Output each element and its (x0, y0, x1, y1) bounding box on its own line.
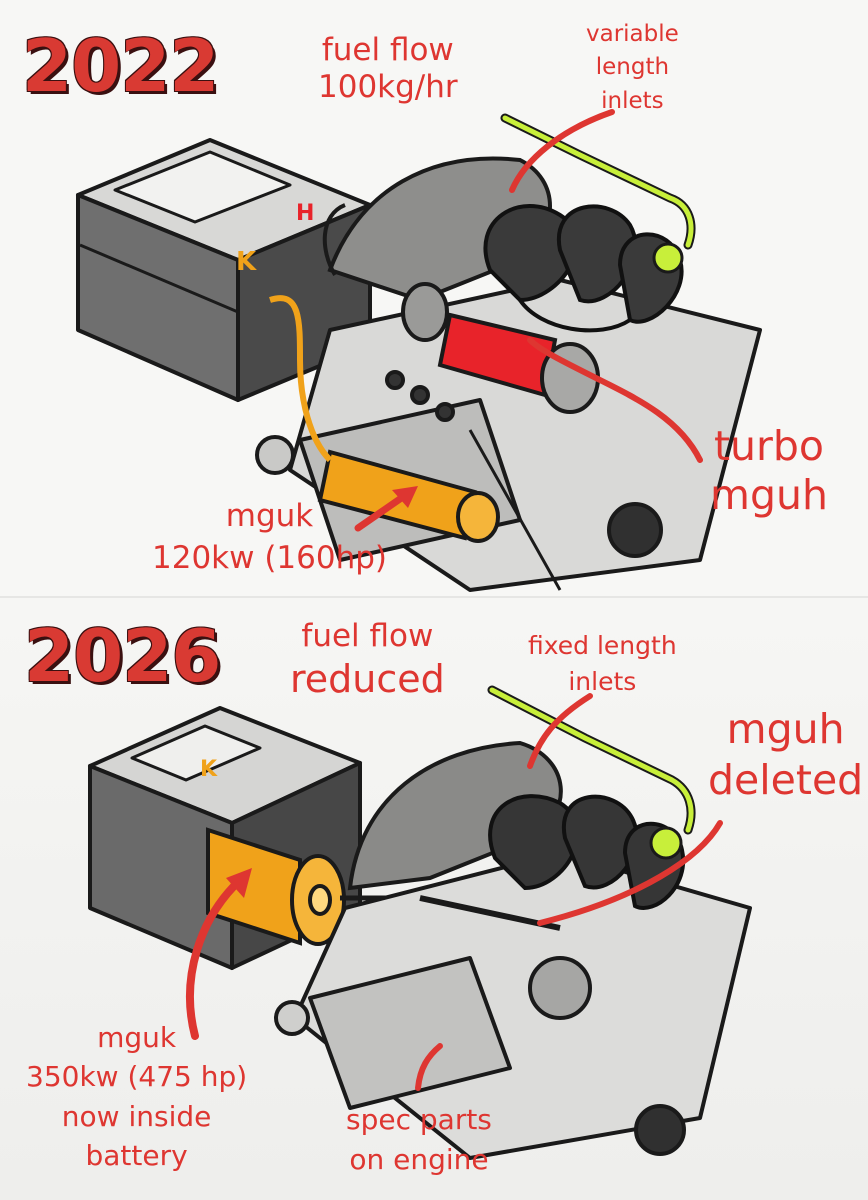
arrow-icon (415, 1043, 443, 1091)
mguk-line-4: battery (85, 1139, 188, 1173)
mguh-deleted-label: mguh deleted (708, 704, 863, 807)
year-title-2022: 2022 (22, 24, 219, 108)
fuel-flow-label-2022: fuel flow 100kg/hr (318, 32, 458, 105)
fuel-flow-label-2026: fuel flow reduced (290, 618, 445, 702)
fuel-flow-line-2: reduced (290, 656, 445, 701)
arrow-icon (527, 693, 593, 769)
spec-parts-line-2: on engine (349, 1142, 489, 1176)
spec-parts-label: spec parts on engine (346, 1100, 492, 1180)
inlets-line-2: inlets (568, 667, 637, 697)
mguh-line-1: mguh (726, 705, 845, 753)
engine-2026-illustration: K (88, 685, 752, 1160)
inlets-line-3: inlets (601, 87, 664, 114)
mguk-line-1: mguk (225, 498, 314, 534)
turbo-icon (401, 282, 600, 414)
battery-mark-k: K (200, 757, 218, 782)
turbo-line-1: turbo (713, 422, 824, 470)
inlet-pipe-icon (489, 687, 694, 833)
arrow-icon (537, 820, 723, 926)
panel-2022: K H (0, 0, 868, 598)
spec-parts-line-1: spec parts (346, 1103, 492, 1136)
fuel-flow-line-1: fuel flow (321, 32, 454, 68)
fuel-flow-line-2: 100kg/hr (318, 68, 458, 105)
inlets-line-1: fixed length (528, 631, 677, 660)
engine-2022-illustration: K H (76, 109, 762, 592)
engine-block (274, 851, 752, 1160)
turbo-mguh-label: turbo mguh (710, 422, 828, 520)
arrow-icon (527, 337, 703, 463)
mguk-line-3: now inside (61, 1099, 212, 1133)
arrow-icon (186, 876, 244, 1040)
arrow-icon (509, 109, 615, 193)
inlets-line-2: length (595, 54, 670, 81)
fuel-flow-line-1: fuel flow (301, 618, 434, 654)
year-title-2026: 2026 (24, 614, 221, 698)
battery-mark-k: K (236, 247, 257, 277)
inlets-line-1: variable (586, 21, 679, 47)
inlets-label-2022: variable length inlets (586, 18, 679, 118)
inlets-label-2026: fixed length inlets (528, 628, 677, 701)
battery-mark-h: H (296, 201, 314, 226)
inlet-pipe-icon (502, 115, 694, 248)
mguh-line-2: deleted (708, 756, 864, 805)
orange-cable (269, 295, 333, 463)
panel-2026: K (0, 598, 868, 1200)
turbo-line-2: mguh (710, 471, 828, 520)
mguk-label-2022: mguk 120kw (160hp) (152, 496, 387, 580)
mguk-line-1: mguk (97, 1021, 177, 1054)
mguk-line-2: 350kw (475 hp) (26, 1060, 248, 1094)
mguk-label-2026: mguk 350kw (475 hp) now inside battery (26, 1018, 247, 1176)
mguk-line-2: 120kw (160hp) (152, 539, 388, 576)
